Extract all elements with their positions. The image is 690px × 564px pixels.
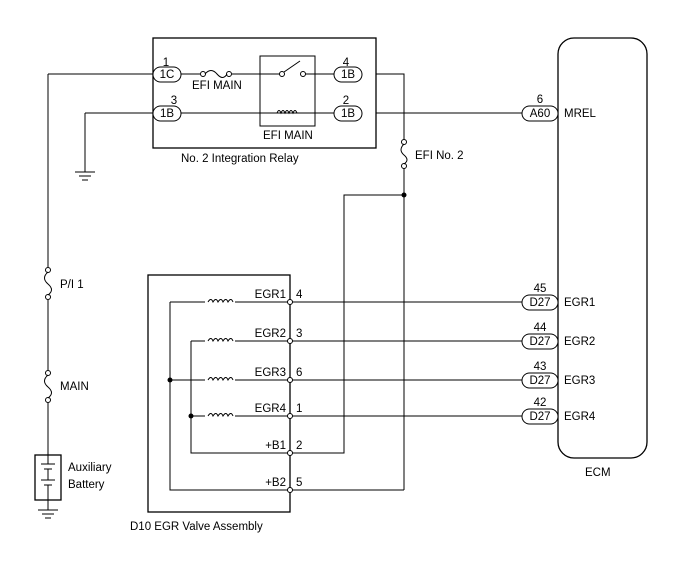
pi1-fuse-label: P/I 1 bbox=[60, 279, 84, 291]
relay-pin1-number: 1 bbox=[163, 57, 169, 69]
switch-contact-a bbox=[279, 71, 285, 77]
b2-label: +B2 bbox=[265, 477, 286, 489]
ecm-egr1-conn: D27 bbox=[529, 297, 550, 309]
ecm-name: ECM bbox=[585, 467, 611, 479]
egr3-label: EGR3 bbox=[255, 367, 286, 379]
efi-main-fuse-icon bbox=[200, 70, 232, 78]
b2-junction-dot bbox=[167, 377, 173, 383]
ecm-box bbox=[557, 37, 648, 459]
battery-label-line2: Battery bbox=[68, 479, 105, 491]
ecm-egr2-connector bbox=[521, 333, 559, 350]
pi1-fuse-icon bbox=[44, 267, 52, 300]
main-fuse-icon bbox=[44, 370, 52, 403]
battery-label-line1: Auxiliary bbox=[68, 462, 112, 474]
relay-pin3-conn: 1B bbox=[160, 108, 174, 120]
egr1-label: EGR1 bbox=[255, 289, 286, 301]
coil4-icon bbox=[207, 413, 234, 418]
relay-pin2-connector bbox=[333, 105, 363, 122]
ecm-mrel-conn: A60 bbox=[530, 108, 550, 120]
egr-valve-assembly: D10 EGR Valve Assembly EGR1 4 EGR2 3 EGR… bbox=[130, 274, 303, 533]
efi-main-fuse-label: EFI MAIN bbox=[192, 80, 242, 92]
terminal-1 bbox=[287, 413, 293, 419]
egr4-pin: 1 bbox=[296, 403, 302, 415]
relay-pin3-connector bbox=[152, 105, 182, 122]
integration-relay: No. 2 Integration Relay EFI MAIN EFI MAI… bbox=[152, 37, 377, 165]
ecm-mrel-pin: 6 bbox=[537, 94, 543, 106]
ground-icon bbox=[75, 171, 95, 181]
b2-pin: 5 bbox=[296, 477, 302, 489]
ecm-mrel-connector bbox=[521, 105, 559, 122]
ecm-egr4-conn: D27 bbox=[529, 411, 550, 423]
switch-contact-b bbox=[300, 71, 306, 77]
b1-junction-dot bbox=[188, 413, 194, 419]
egr1-pin: 4 bbox=[296, 289, 303, 301]
auxiliary-battery: Auxiliary Battery bbox=[34, 454, 112, 501]
terminal-2 bbox=[287, 450, 293, 456]
coil2-icon bbox=[207, 338, 234, 343]
ecm-egr2-label: EGR2 bbox=[564, 336, 595, 348]
relay-coil-icon bbox=[276, 110, 298, 115]
egr-valve-box bbox=[147, 274, 291, 513]
efi-no2-fuse-label: EFI No. 2 bbox=[415, 150, 464, 162]
terminal-6 bbox=[287, 377, 293, 383]
egr-valve-name: D10 EGR Valve Assembly bbox=[130, 521, 263, 533]
ecm-egr2-pin: 44 bbox=[534, 322, 547, 334]
switch-blade bbox=[283, 60, 301, 73]
ecm-egr3-pin: 43 bbox=[534, 361, 547, 373]
b1-pin: 2 bbox=[296, 440, 302, 452]
main-fuse-label: MAIN bbox=[60, 381, 89, 393]
coil1-icon bbox=[207, 299, 234, 304]
egr3-pin: 6 bbox=[296, 367, 302, 379]
terminal-3 bbox=[287, 338, 293, 344]
ecm-egr3-conn: D27 bbox=[529, 375, 550, 387]
relay-pin3-number: 3 bbox=[171, 95, 177, 107]
egr4-label: EGR4 bbox=[255, 403, 287, 415]
battery-ground-icon bbox=[38, 509, 58, 519]
relay-name: No. 2 Integration Relay bbox=[181, 153, 299, 165]
relay-pin1-conn: 1C bbox=[160, 69, 175, 81]
wires bbox=[47, 73, 522, 510]
relay-pin1-connector bbox=[152, 66, 182, 83]
ecm-mrel-label: MREL bbox=[564, 108, 597, 120]
b1-common-wire bbox=[190, 341, 290, 454]
b1-label: +B1 bbox=[265, 440, 286, 452]
relay-pin4-conn: 1B bbox=[341, 69, 355, 81]
ecm-egr3-connector bbox=[521, 372, 559, 389]
ecm-egr1-pin: 45 bbox=[534, 283, 547, 295]
egr2-pin: 3 bbox=[296, 328, 302, 340]
ecm-egr1-connector bbox=[521, 294, 559, 311]
efi-no2-fuse-icon bbox=[400, 139, 408, 169]
ecm-egr4-connector bbox=[521, 408, 559, 425]
battery-icon bbox=[41, 455, 55, 500]
ecm-egr4-label: EGR4 bbox=[564, 411, 596, 423]
relay-pin4-connector bbox=[333, 66, 363, 83]
relay-pin4-number: 4 bbox=[343, 57, 350, 69]
efi-main-coil-label: EFI MAIN bbox=[263, 130, 313, 142]
terminal-4 bbox=[287, 299, 293, 305]
egr2-label: EGR2 bbox=[255, 328, 286, 340]
b2-common-wire bbox=[169, 302, 290, 491]
ecm-egr3-label: EGR3 bbox=[564, 375, 595, 387]
terminal-5 bbox=[287, 487, 293, 493]
relay-switch-frame bbox=[259, 55, 316, 127]
relay-pin2-number: 2 bbox=[343, 95, 349, 107]
ecm-egr2-conn: D27 bbox=[529, 336, 550, 348]
ecm: ECM 6 A60 MREL 45 D27 EGR1 44 D27 EGR2 4… bbox=[521, 37, 648, 479]
ecm-egr1-label: EGR1 bbox=[564, 297, 595, 309]
coil3-icon bbox=[207, 377, 234, 382]
efi-junction-dot bbox=[401, 192, 407, 198]
ecm-egr4-pin: 42 bbox=[534, 397, 547, 409]
relay-pin2-conn: 1B bbox=[341, 108, 355, 120]
